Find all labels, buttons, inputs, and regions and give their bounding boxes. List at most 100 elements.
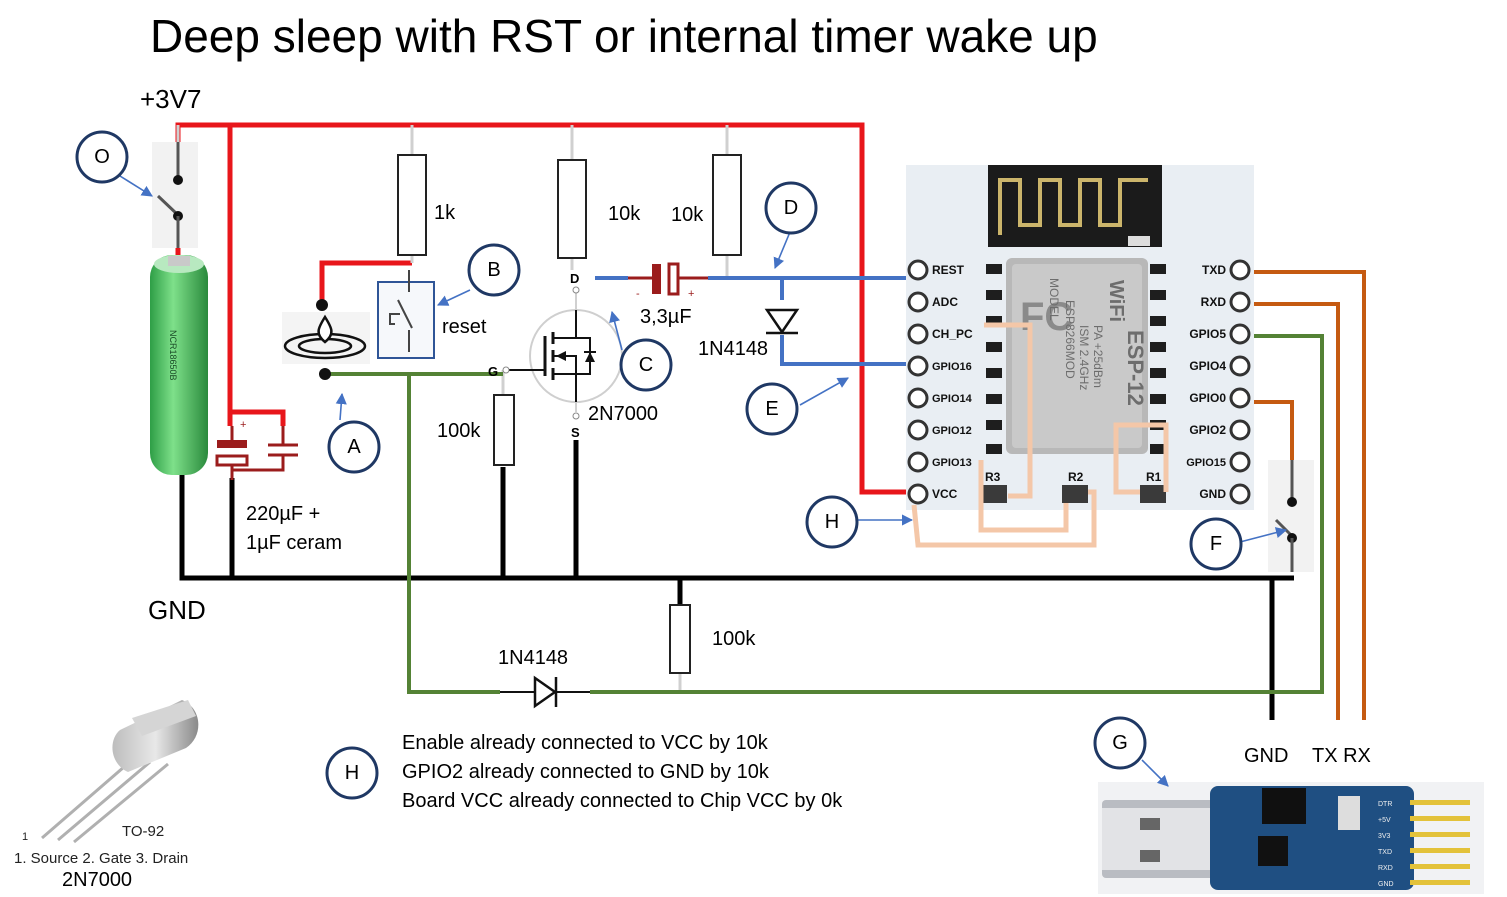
marker-g: G [1093, 716, 1147, 770]
gnd-wires [179, 440, 1294, 720]
esp-pin-label: GPIO14 [932, 393, 973, 405]
marker-o: O [75, 130, 129, 184]
touch-sensor[interactable] [282, 299, 370, 380]
supply-label: +3V7 [140, 84, 201, 114]
capacitor-3u3: + - [628, 262, 708, 300]
marker-d: D [764, 181, 818, 235]
cap-label-line1: 220µF + [246, 503, 320, 525]
esp-pin-label: GPIO12 [932, 425, 972, 437]
marker-h-notes: H [325, 746, 379, 800]
esp-pin-vcc[interactable] [907, 483, 929, 505]
esp-module-line4: PA +25dBm [1091, 325, 1105, 388]
esp-pin-label: RXD [1201, 295, 1227, 309]
esp-pin-label: VCC [932, 487, 958, 501]
esp-pin-label: GND [1199, 487, 1226, 501]
esp-pin-gnd[interactable] [1229, 483, 1251, 505]
marker-a: A [327, 420, 381, 474]
diode-bottom-label: 1N4148 [498, 647, 568, 669]
marker-e-label: E [765, 398, 778, 420]
note-line: GPIO2 already connected to GND by 10k [402, 761, 770, 783]
uart-wires [1250, 270, 1366, 720]
marker-a-label: A [347, 436, 361, 458]
resistor-100k-gate [493, 394, 515, 466]
to92-pin1: 1 [22, 831, 28, 843]
esp-pin-gpio12[interactable] [907, 419, 929, 441]
svg-text:+: + [688, 288, 694, 300]
svg-text:+: + [240, 419, 246, 431]
reset-button[interactable] [377, 270, 435, 359]
svg-text:DTR: DTR [1378, 801, 1392, 808]
svg-text:+5V: +5V [1378, 817, 1391, 824]
resistor-10k-reset-label: 10k [671, 204, 704, 226]
esp-pin-ch-pd[interactable] [907, 323, 929, 345]
diode-bottom [500, 675, 590, 709]
marker-o-label: O [94, 146, 110, 168]
esp-pin-label: ADC [932, 295, 958, 309]
flash-switch[interactable] [1268, 460, 1314, 572]
gate-wires [325, 334, 1324, 694]
marker-c-label: C [639, 354, 653, 376]
esp-pin-label: GPIO0 [1189, 391, 1226, 405]
esp-pin-gpio0[interactable] [1229, 387, 1251, 409]
esp-pin-label: GPIO2 [1189, 423, 1226, 437]
resistor-10k-reset [712, 154, 742, 256]
svg-text:NCR18650B: NCR18650B [168, 330, 178, 381]
esp-pin-gpio5[interactable] [1229, 323, 1251, 345]
esp-left-pins [907, 259, 929, 505]
marker-h-board: H [805, 495, 859, 549]
marker-c: C [619, 338, 673, 392]
esp-module-line3: ISM 2.4GHz [1077, 325, 1091, 390]
capacitor-3u3-label: 3,3µF [640, 306, 692, 328]
esp-pin-label: GPIO15 [1186, 457, 1226, 469]
esp-pin-label: GPIO13 [932, 457, 972, 469]
esp-pin-txd[interactable] [1229, 259, 1251, 281]
resistor-1k-label: 1k [434, 202, 456, 224]
note-line: Board VCC already connected to Chip VCC … [402, 790, 843, 812]
resistor-100k-bottom [669, 604, 691, 674]
marker-g-label: G [1112, 732, 1128, 754]
power-switch[interactable] [152, 142, 198, 248]
esp-pin-gpio14[interactable] [907, 387, 929, 409]
svg-text:GND: GND [1378, 881, 1394, 888]
esp-module-model: ESP-12 [1123, 330, 1148, 406]
esp-pin-gpio16[interactable] [907, 355, 929, 377]
esp-pin-rest[interactable] [907, 259, 929, 281]
diode-top [764, 308, 800, 335]
marker-h-notes-label: H [345, 762, 359, 784]
resistor-1k [397, 154, 427, 256]
esp-pin-rxd[interactable] [1229, 291, 1251, 313]
esp-module-brand: WiFi [1105, 280, 1127, 322]
esp-right-pins [1229, 259, 1251, 505]
esp-pin-gpio2[interactable] [1229, 419, 1251, 441]
mosfet-pin-s: S [571, 425, 580, 440]
resistor-10k-drain [557, 159, 587, 259]
esp-pin-label: GPIO4 [1189, 359, 1226, 373]
esp-pin-label: GPIO16 [932, 361, 972, 373]
esp-pin-adc[interactable] [907, 291, 929, 313]
esp-resistor-r3: R3 [985, 470, 1001, 484]
usb-txrx-label: TX RX [1312, 745, 1371, 767]
marker-b-label: B [487, 259, 500, 281]
svg-text:-: - [636, 288, 640, 300]
esp-pin-gpio13[interactable] [907, 451, 929, 473]
esp12-board: FC WiFi ESP-12 MODEL ESP8266MOD ISM 2.4G… [906, 165, 1254, 510]
esp-module-line2: ESP8266MOD [1063, 300, 1077, 379]
to92-package [41, 700, 199, 844]
vcc-wires [175, 122, 912, 495]
esp-module-line1: MODEL [1047, 278, 1061, 321]
to92-name: TO-92 [122, 823, 164, 840]
esp-pin-gpio4[interactable] [1229, 355, 1251, 377]
resistor-10k-drain-label: 10k [608, 203, 641, 225]
callout-arrows [119, 175, 1288, 787]
supply-capacitors: + [215, 419, 298, 480]
esp-pin-gpio15[interactable] [1229, 451, 1251, 473]
mosfet-pin-g: G [488, 364, 498, 379]
gnd-label: GND [148, 595, 206, 625]
to92-part: 2N7000 [62, 869, 132, 891]
mosfet-2n7000 [502, 286, 623, 420]
resistor-100k-gate-label: 100k [437, 420, 481, 442]
signal-wires [595, 276, 908, 366]
esp-pin-label: GPIO5 [1189, 327, 1226, 341]
